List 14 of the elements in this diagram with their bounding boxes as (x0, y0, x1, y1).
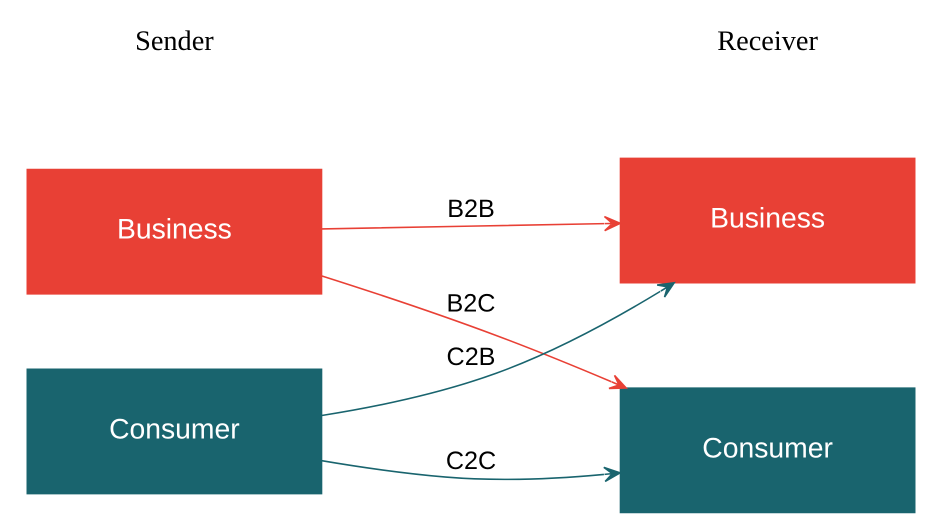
label: Receiver (716, 26, 818, 57)
arrow (321, 216, 621, 232)
edge-label: C2B (446, 343, 495, 372)
arrow (320, 275, 626, 390)
edge-label: B2B (446, 195, 494, 224)
node-box: Consumer (619, 387, 915, 514)
edge-label: C2C (445, 446, 496, 475)
edge-label: B2C (446, 290, 495, 318)
node-box: Consumer (26, 368, 322, 494)
node-box: Business (619, 158, 915, 284)
arrow (321, 282, 674, 416)
label: Sender (134, 26, 214, 57)
node-box: Business (26, 168, 322, 295)
arrow (321, 460, 620, 482)
